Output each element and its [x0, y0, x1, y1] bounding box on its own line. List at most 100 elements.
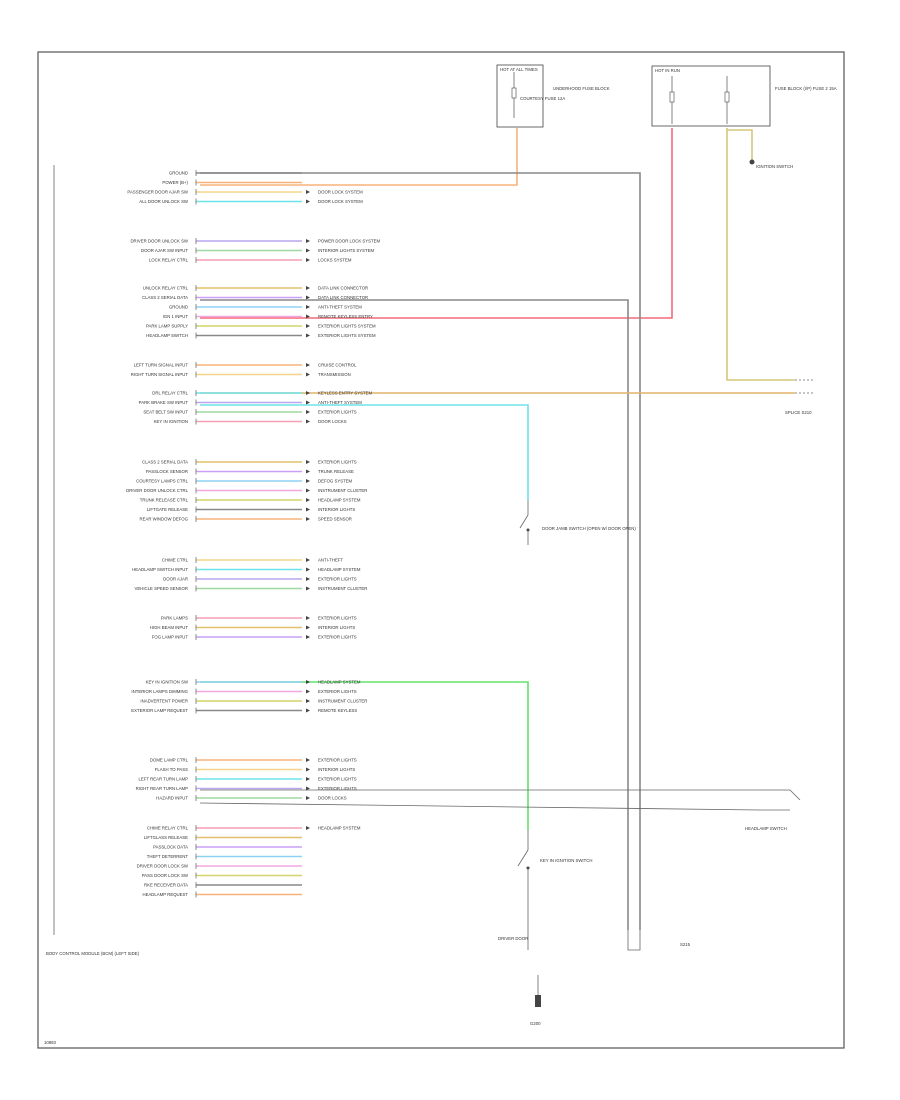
connector-arrow [306, 826, 310, 830]
bcm-module-label: BODY CONTROL MODULE (BCM) (LEFT SIDE) [46, 951, 140, 956]
connector-arrow [306, 699, 310, 703]
destination-label: HEADLAMP SYSTEM [318, 680, 361, 685]
pin-label: ALL DOOR UNLOCK SW [139, 199, 189, 204]
connector-arrow [306, 507, 310, 512]
connector-arrow [306, 460, 310, 464]
pin-label: LEFT REAR TURN LAMP [138, 777, 188, 782]
connector-arrow [306, 190, 310, 194]
pin-label: PARK LAMP SUPPLY [146, 324, 188, 329]
ground-g200-label: G200 [530, 1021, 541, 1026]
connector-arrow [306, 258, 310, 262]
hot-in-run-label: HOT IN RUN [655, 68, 680, 73]
pin-label: GROUND [169, 305, 188, 310]
connector-arrow [306, 586, 310, 591]
wire-key-in-ignition [200, 681, 529, 830]
connector-arrow [306, 372, 310, 377]
pin-label: VEHICLE SPEED SENSOR [135, 586, 189, 591]
connector-arrow [306, 488, 310, 493]
destination-label: DATA LINK CONNECTOR [318, 295, 368, 300]
wire-ground-secondary [200, 299, 629, 930]
ip-fuse-block: HOT IN RUN FUSE BLOCK (I/P) FUSE 2 15A I… [651, 65, 837, 415]
destination-label: TRUNK RELEASE [318, 469, 354, 474]
connector-arrow [306, 758, 310, 762]
pin-label: CHIME CTRL [162, 558, 189, 563]
connector-arrow [306, 469, 310, 474]
pin-label: RKE RECEIVER DATA [144, 883, 188, 888]
pin-label: HIGH BEAM INPUT [150, 625, 189, 630]
pin-label: EXTERIOR LAMP REQUEST [131, 708, 188, 713]
destination-label: ANTI-THEFT [318, 558, 343, 563]
courtesy-fuse-block: HOT AT ALL TIMES COURTESY FUSE 12A UNDER… [496, 64, 610, 128]
ignition-switch-label: IGNITION SWITCH [756, 164, 793, 169]
connector-arrow [306, 286, 310, 290]
pin-label: PASSLOCK DATA [153, 845, 188, 850]
destination-label: REMOTE KEYLESS ENTRY [318, 314, 373, 319]
hot-at-all-times-label: HOT AT ALL TIMES [500, 67, 538, 72]
connector-arrow [306, 391, 310, 395]
pin-label: DOME LAMP CTRL [150, 758, 189, 763]
wire-ignition-feed [200, 128, 673, 319]
destination-label: REMOTE KEYLESS [318, 708, 357, 713]
destination-label: ANTI-THEFT SYSTEM [318, 305, 362, 310]
destination-label: DOOR LOCK SYSTEM [318, 199, 363, 204]
connector-arrow [306, 239, 310, 243]
destination-label: DOOR LOCKS [318, 419, 347, 424]
pin-label: IGN 1 INPUT [163, 314, 189, 319]
destination-label: EXTERIOR LIGHTS SYSTEM [318, 324, 376, 329]
pin-label: RIGHT TURN SIGNAL INPUT [131, 372, 189, 377]
destination-label: EXTERIOR LIGHTS [318, 786, 357, 791]
pin-label: LIFTGATE RELEASE [147, 507, 188, 512]
pin-label: RIGHT REAR TURN LAMP [136, 786, 189, 791]
destination-label: EXTERIOR LIGHTS [318, 635, 357, 640]
pin-label: CLASS 2 SERIAL DATA [142, 460, 188, 465]
connector-arrow [306, 708, 310, 713]
pin-label: REAR WINDOW DEFOG [140, 517, 189, 522]
destination-label: EXTERIOR LIGHTS [318, 577, 357, 582]
pin-label: DOOR AJAR [163, 577, 188, 582]
destination-label: INSTRUMENT CLUSTER [318, 488, 367, 493]
pin-label: DRIVER DOOR UNLOCK SW [130, 239, 188, 244]
destination-label: DATA LINK CONNECTOR [318, 286, 368, 291]
door-jamb-switch: DOOR JAMB SWITCH (OPEN W/ DOOR OPEN) [519, 500, 636, 545]
ground-symbol-g200: G200 [530, 975, 541, 1026]
pin-label: HEADLAMP SWITCH INPUT [132, 567, 188, 572]
connector-arrow [306, 248, 310, 253]
connector-arrow [306, 305, 310, 309]
destination-label: EXTERIOR LIGHTS [318, 777, 357, 782]
destination-label: POWER DOOR LOCK SYSTEM [318, 239, 380, 244]
headlamp-switch: HEADLAMP SWITCH [199, 789, 801, 831]
pin-label: CHIME RELAY CTRL [147, 826, 189, 831]
destination-label: HEADLAMP SYSTEM [318, 567, 361, 572]
pin-label: PASSENGER DOOR AJAR SW [127, 190, 189, 195]
wire-park-brake [200, 404, 529, 500]
pin-label: LIFTGLASS RELEASE [144, 835, 188, 840]
pin-label: CLASS 2 SERIAL DATA [142, 295, 188, 300]
destination-label: LOCKS SYSTEM [318, 258, 352, 263]
wire-bcm-power [727, 129, 753, 160]
bcm-power-terminal [749, 159, 755, 165]
pin-label: COURTESY LAMPS CTRL [136, 479, 189, 484]
pin-label: PASS DOOR LOCK SW [142, 873, 189, 878]
pin-label: PARK LAMPS [161, 616, 188, 621]
connector-arrow [306, 199, 310, 204]
connector-arrow [306, 419, 310, 424]
pin-label: HEADLAMP REQUEST [142, 892, 188, 897]
destination-label: INTERIOR LIGHTS SYSTEM [318, 248, 375, 253]
pin-label: FOG LAMP INPUT [152, 635, 189, 640]
diagram-frame [37, 51, 845, 1049]
key-in-ignition-switch: KEY IN IGNITION SWITCH DRIVER DOOR [498, 830, 592, 950]
destination-label: HEADLAMP SYSTEM [318, 826, 361, 831]
destination-label: INSTRUMENT CLUSTER [318, 586, 367, 591]
pin-label: PARK BRAKE SW INPUT [139, 400, 189, 405]
destination-label: CRUISE CONTROL [318, 363, 357, 368]
connector-arrow [306, 616, 310, 620]
connector-arrow [306, 680, 310, 684]
connector-arrow [306, 295, 310, 300]
splice-s215-label: S215 [680, 942, 691, 947]
destination-label: INTERIOR LIGHTS [318, 507, 355, 512]
pin-label: SEAT BELT SW INPUT [143, 410, 188, 415]
connector-arrow [306, 363, 310, 367]
connector-arrow [306, 689, 310, 694]
